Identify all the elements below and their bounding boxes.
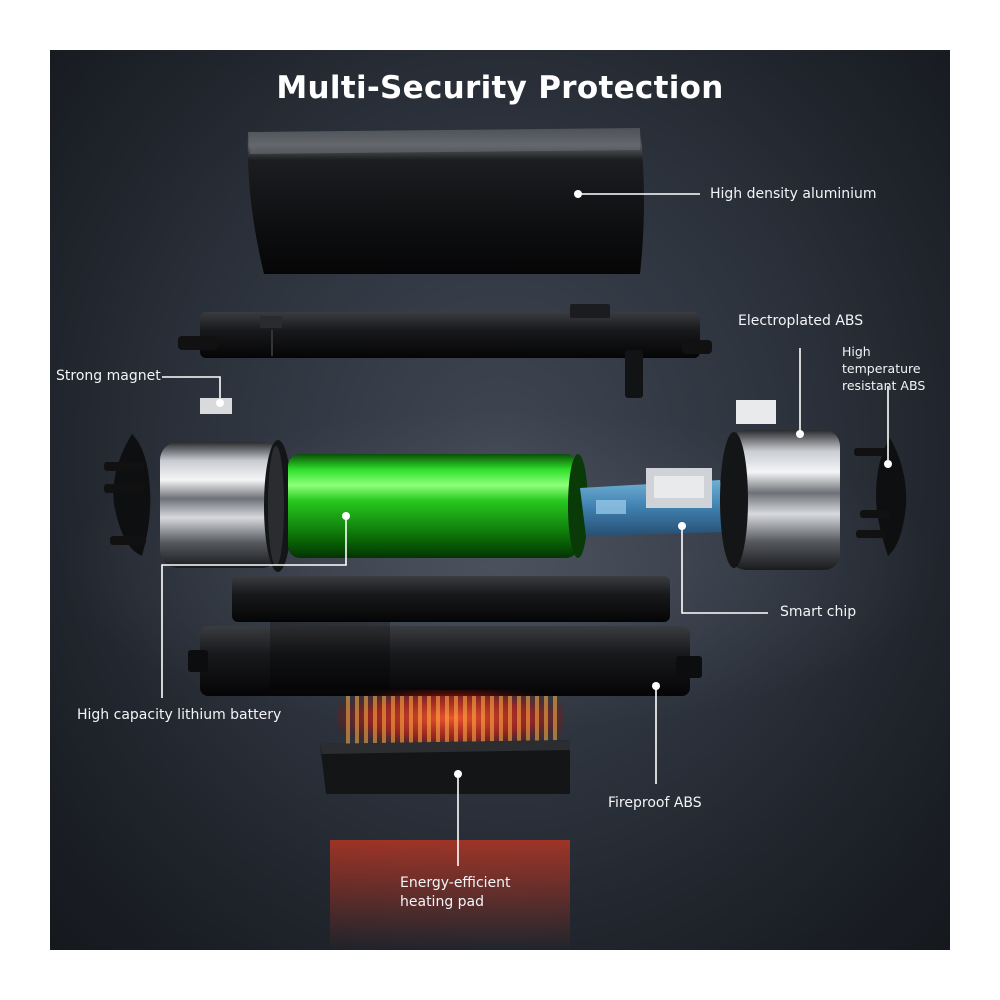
heating-rib xyxy=(544,696,548,744)
label-fireproof-abs: Fireproof ABS xyxy=(608,795,702,811)
heating-rib xyxy=(517,696,521,744)
heating-rib xyxy=(490,696,494,744)
heating-rib xyxy=(418,696,422,744)
magnet xyxy=(200,398,232,414)
exploded-view-diagram: Multi-Security Protection High density a… xyxy=(50,50,950,950)
left-end-cap xyxy=(104,434,151,556)
heating-rib xyxy=(373,696,377,744)
heating-rib xyxy=(454,696,458,744)
label-high-capacity-lithium-battery: High capacity lithium battery xyxy=(77,707,282,723)
heating-pad xyxy=(320,690,570,794)
heating-rib xyxy=(391,696,395,744)
leader-dots xyxy=(216,190,892,778)
label-high-temperature-resistant-abs: High temperature resistant ABS xyxy=(842,344,926,393)
heating-rib xyxy=(436,696,440,744)
heating-rib xyxy=(463,696,467,744)
diagram-title: Multi-Security Protection xyxy=(276,70,724,106)
leader-lines xyxy=(161,193,889,866)
heat-reflection xyxy=(330,840,570,950)
heating-rib xyxy=(526,696,530,744)
heating-rib xyxy=(355,696,359,744)
lithium-battery xyxy=(288,454,588,558)
heating-rib xyxy=(472,696,476,744)
label-energy-efficient-heating-pad: Energy-efficient heating pad xyxy=(400,875,511,910)
heating-rib xyxy=(427,696,431,744)
label-high-density-aluminium: High density aluminium xyxy=(710,186,877,202)
heating-rib xyxy=(553,696,557,744)
heating-rib xyxy=(382,696,386,744)
label-electroplated-abs: Electroplated ABS xyxy=(738,313,864,329)
heating-rib xyxy=(499,696,503,744)
heating-rib xyxy=(400,696,404,744)
heating-rib xyxy=(346,696,350,744)
heating-rib xyxy=(409,696,413,744)
heating-rib xyxy=(508,696,512,744)
label-strong-magnet: Strong magnet xyxy=(56,368,161,384)
heating-rib xyxy=(481,696,485,744)
right-chrome-collar xyxy=(720,400,840,570)
label-smart-chip: Smart chip xyxy=(780,604,857,620)
right-end-cap xyxy=(854,438,907,556)
heating-rib xyxy=(445,696,449,744)
heating-rib xyxy=(364,696,368,744)
smart-chip-board xyxy=(580,468,726,536)
aluminium-shell xyxy=(247,128,645,274)
electroplated-rail xyxy=(178,304,712,398)
fireproof-body xyxy=(188,576,702,696)
left-chrome-collar xyxy=(160,440,292,572)
heating-rib xyxy=(535,696,539,744)
device-illustration xyxy=(60,128,940,950)
